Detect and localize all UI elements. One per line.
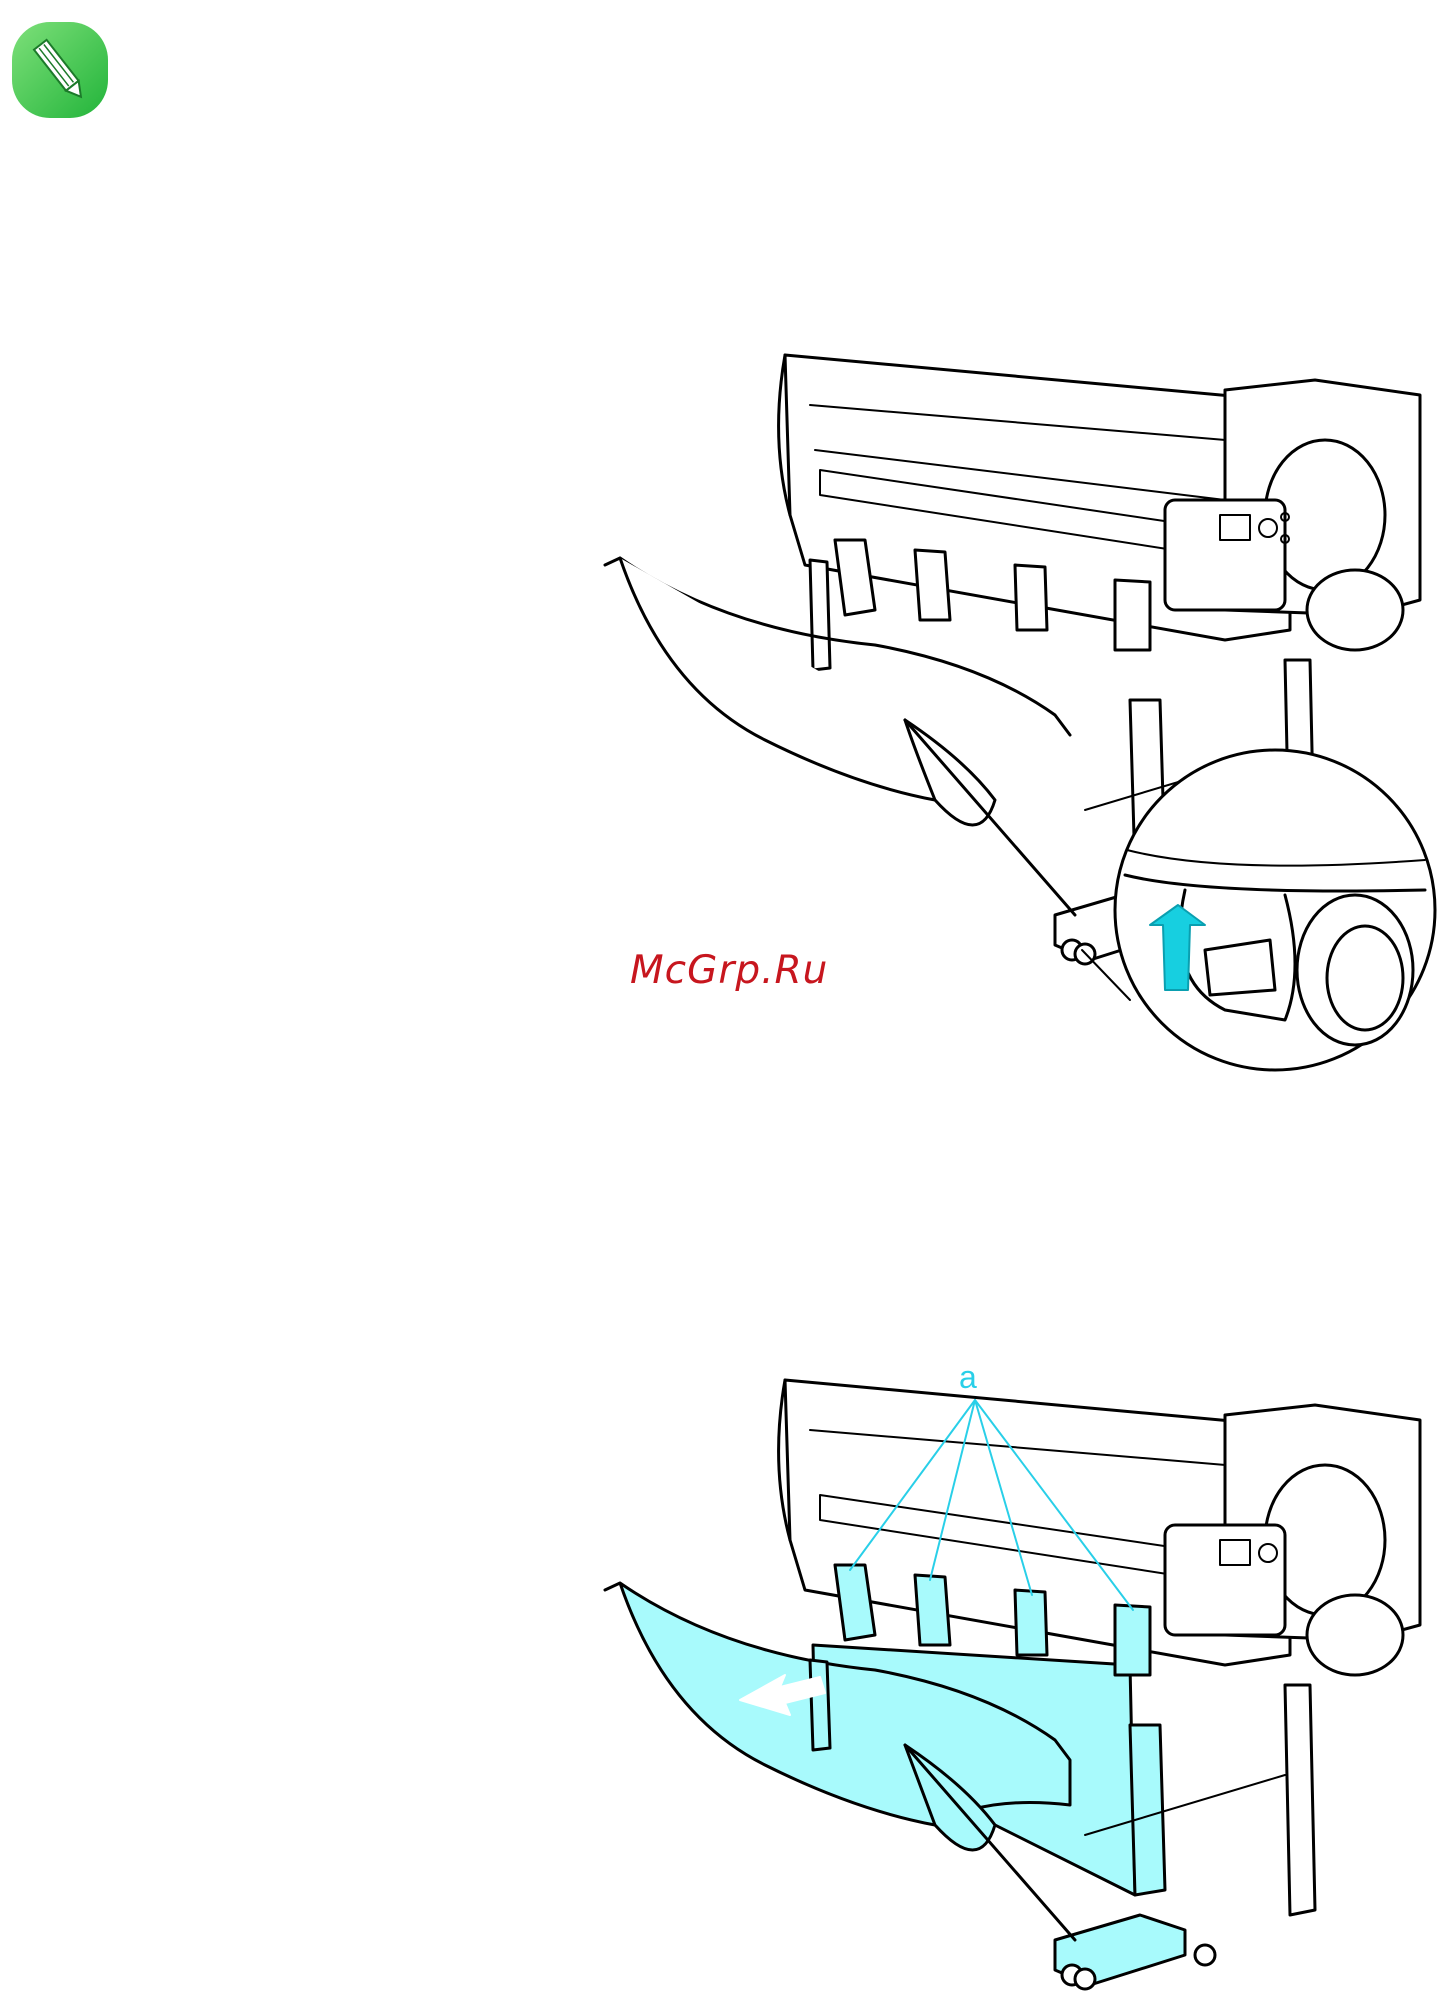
printer-caster-figure [585, 330, 1454, 1265]
watermark-text: McGrp.Ru [630, 948, 828, 993]
printer-basket-figure [585, 1355, 1454, 2012]
note-pencil-icon [10, 20, 110, 120]
